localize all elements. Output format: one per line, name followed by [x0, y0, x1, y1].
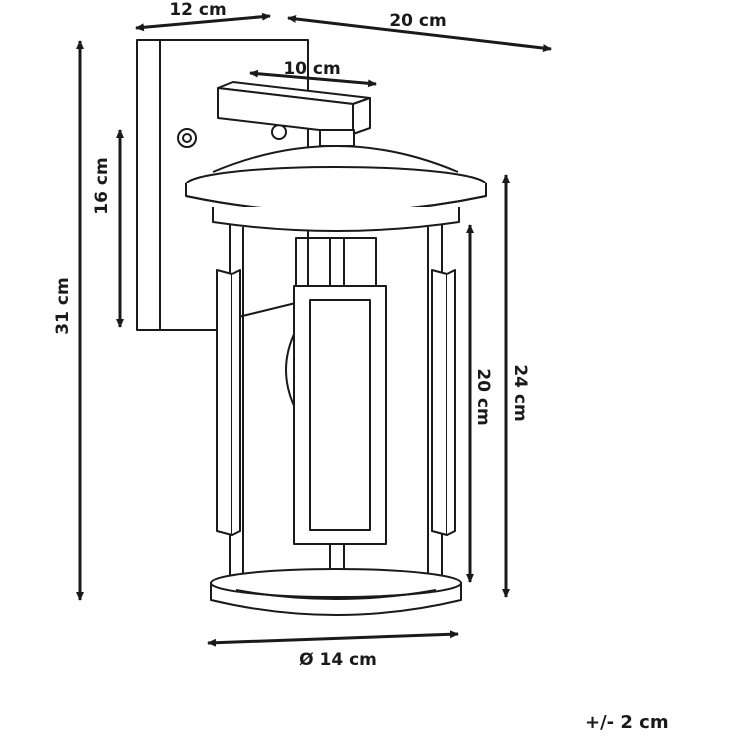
plate-depth-arrow	[135, 12, 271, 32]
dimension-lines	[76, 12, 552, 647]
total-depth-arrow	[287, 14, 552, 53]
total-depth-label: 20 cm	[389, 11, 446, 31]
dimension-labels: 12 cm 20 cm 10 cm 16 cm 31 cm 20 cm 24 c…	[53, 0, 530, 670]
arm-length-label: 10 cm	[283, 59, 340, 79]
glass-height-label: 20 cm	[473, 368, 493, 425]
arm-length-arrow	[249, 69, 377, 88]
wall-lantern	[136, 39, 487, 616]
base-ring	[210, 568, 462, 616]
plate-height-label: 16 cm	[92, 157, 112, 214]
plate-depth-label: 12 cm	[169, 0, 226, 20]
diameter-label: Ø 14 cm	[299, 650, 377, 670]
tolerance-note: +/- 2 cm	[585, 712, 669, 733]
total-height-label: 31 cm	[53, 277, 73, 334]
body-height-label: 24 cm	[510, 364, 530, 421]
diameter-arrow	[207, 630, 459, 647]
side-bars	[216, 269, 456, 536]
front-panel	[293, 285, 387, 545]
lantern-cap	[185, 145, 487, 232]
mounting-arm	[217, 81, 371, 147]
